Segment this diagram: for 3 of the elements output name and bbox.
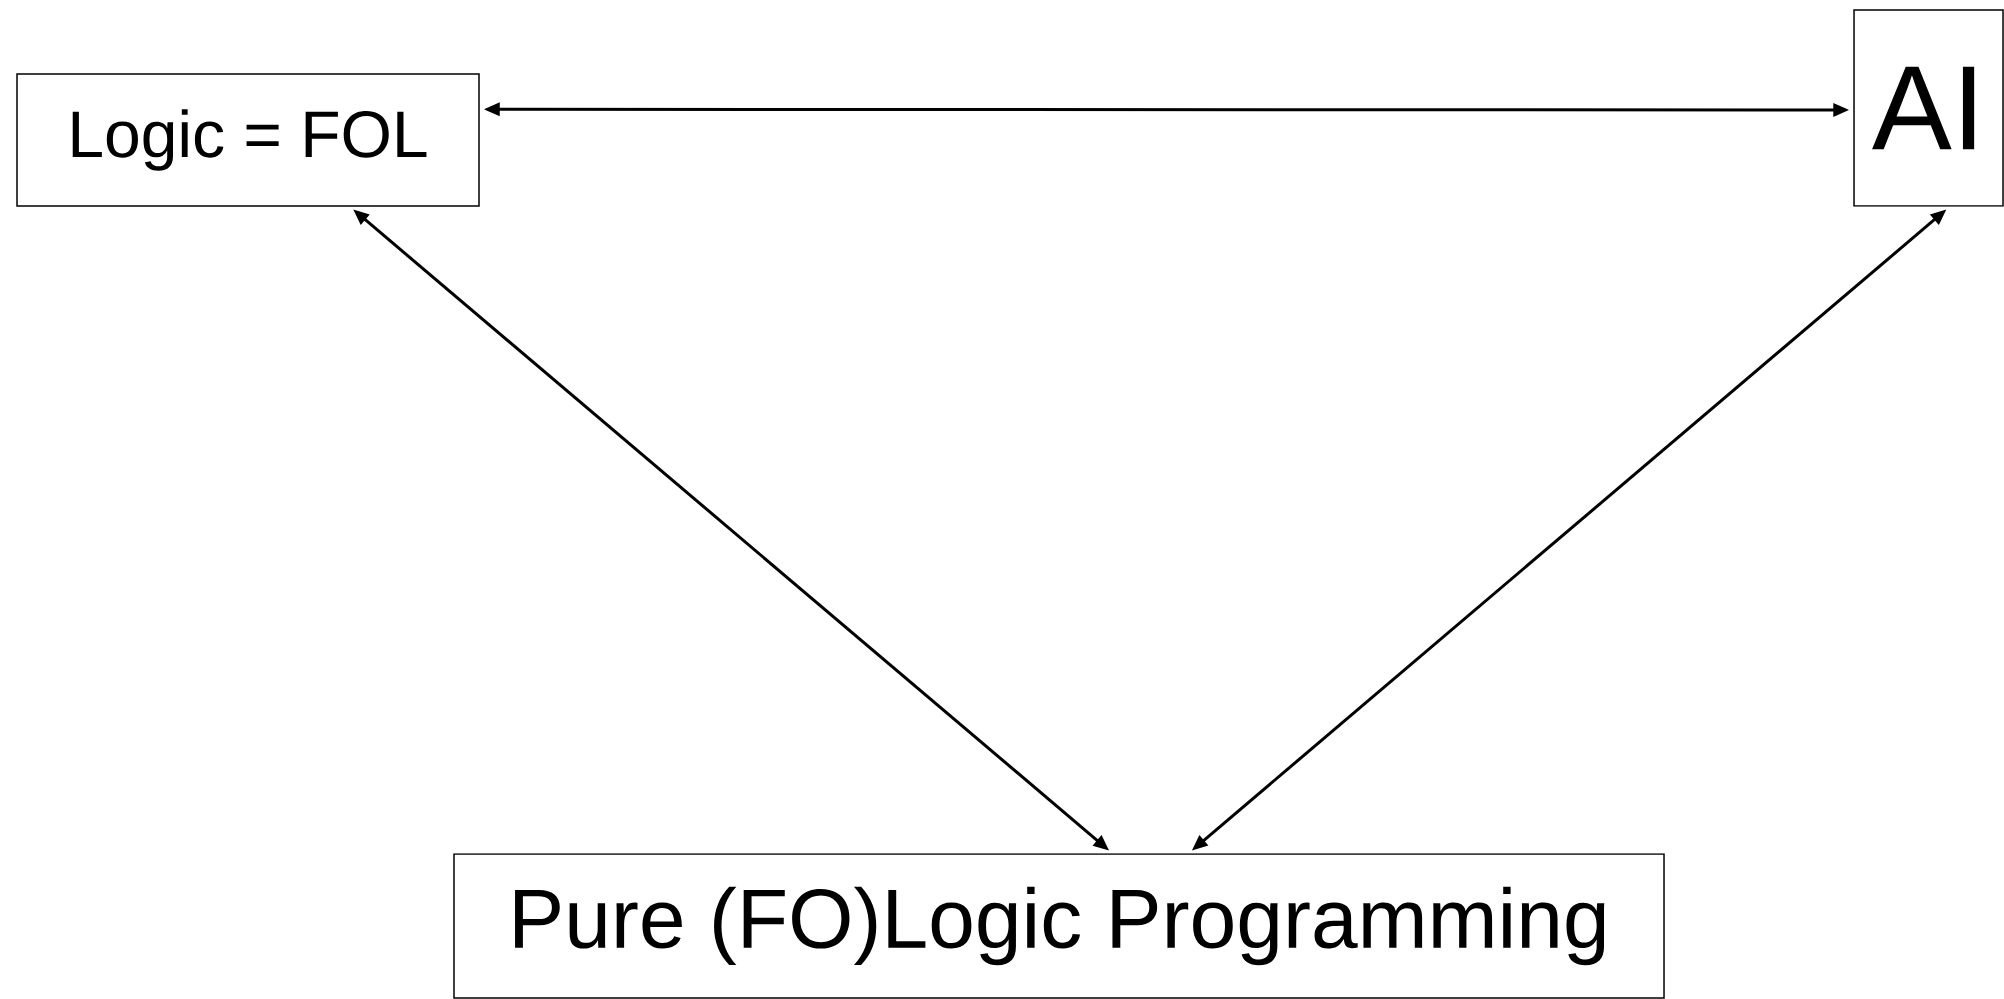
text-box: Pure (FO)Logic Programming <box>453 853 1665 999</box>
text-box: Logic = FOL <box>16 73 480 207</box>
text-box: AI <box>1853 9 2004 207</box>
